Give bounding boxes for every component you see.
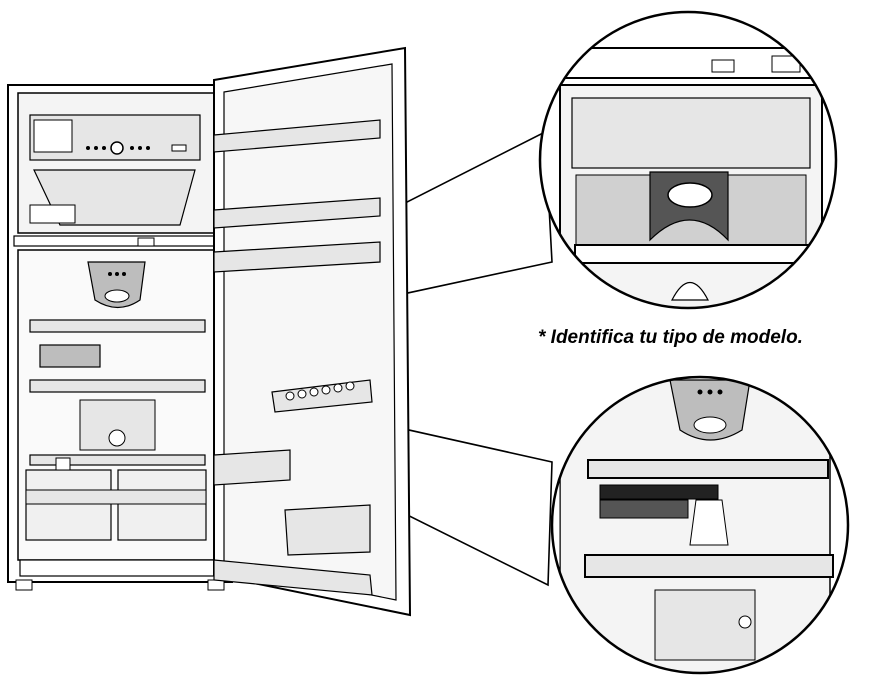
callout-detail-bottom	[550, 375, 850, 675]
callout-detail-top	[538, 10, 838, 310]
fridge-door	[213, 46, 412, 617]
fridge-body	[7, 84, 233, 591]
model-caption: * Identifica tu tipo de modelo.	[538, 327, 803, 348]
